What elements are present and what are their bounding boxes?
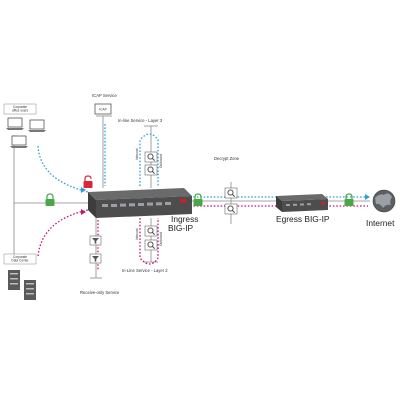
padlock-icon [344, 193, 354, 206]
magnifier-icon [144, 239, 158, 251]
ingress-label-line2: BIG-IP [168, 223, 194, 233]
inbound-label-l2: Inbound [135, 228, 139, 240]
funnel-icon [89, 235, 102, 246]
magnifier-icon [144, 151, 158, 163]
padlock-icon [193, 193, 203, 206]
globe-icon [372, 189, 396, 213]
server-icon [24, 280, 36, 300]
magnifier-icon [144, 164, 158, 176]
decrypt-zone-label: Decrypt Zone [214, 156, 240, 161]
internet-label: Internet [366, 218, 395, 228]
laptop-icon [28, 119, 46, 132]
icap-service-label: ICAP Service [92, 93, 117, 98]
arrowheads [81, 187, 370, 215]
magnifier-icon [224, 203, 238, 215]
inbound-label-l3: Inbound [135, 148, 139, 160]
egress-label: Egress BIG-IP [276, 214, 330, 224]
magnifier-icon [224, 187, 238, 199]
icap-box-label: ICAP [99, 108, 106, 112]
laptop-icon [10, 135, 28, 148]
padlock-icon [83, 175, 93, 188]
user-traffic-paths [37, 124, 370, 198]
corporate-office-users-label-box [3, 103, 37, 115]
egress-bigip-device [276, 194, 328, 212]
ingress-bigip-device [88, 188, 192, 218]
laptop-icon [6, 117, 24, 130]
inline-l2-label: In-Line Service - Layer 2 [122, 268, 168, 273]
corporate-data-center-label-box [3, 253, 37, 265]
padlock-icon [45, 193, 55, 206]
ingress-label-line1: Ingress [171, 214, 198, 224]
funnel-icon [89, 253, 102, 264]
outbound-label-l2: Outbound [159, 232, 163, 246]
server-icon [8, 270, 20, 290]
outbound-label-l3: Outbound [159, 154, 163, 168]
magnifier-icon [144, 225, 158, 237]
inline-l3-label: In-line Service - Layer 3 [118, 118, 163, 123]
receive-only-label: Receive-only Service [80, 290, 120, 295]
icap-box [94, 103, 112, 115]
